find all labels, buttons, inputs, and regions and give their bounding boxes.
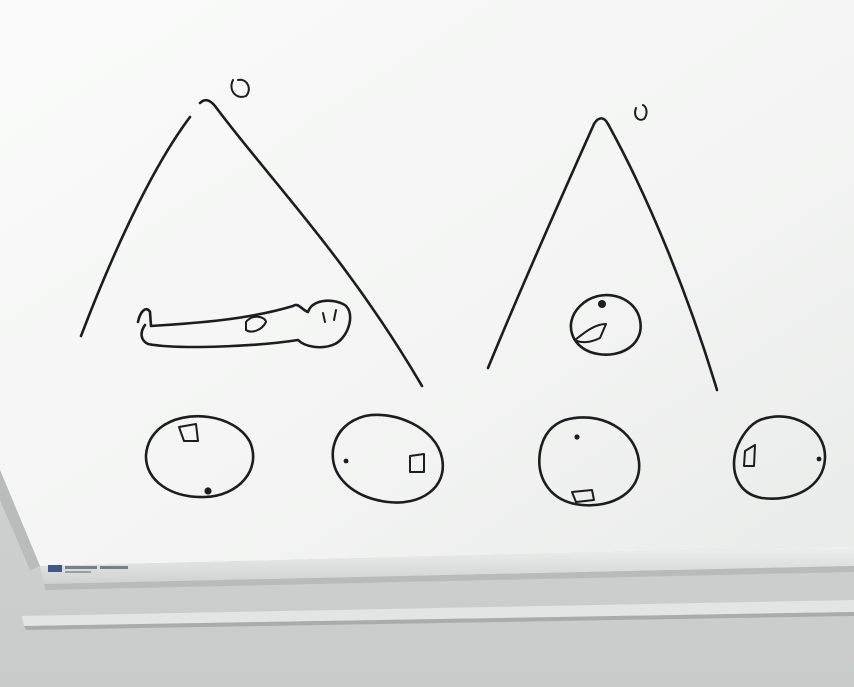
bottom-circle-2-dot [344,459,349,464]
bottom-circle-3-dot [574,434,579,439]
whiteboard-surface [0,0,854,566]
bottom-circle-1-dot [204,487,211,494]
right-cone-circle-dot [598,300,606,308]
bottom-circle-4-dot [817,457,822,462]
